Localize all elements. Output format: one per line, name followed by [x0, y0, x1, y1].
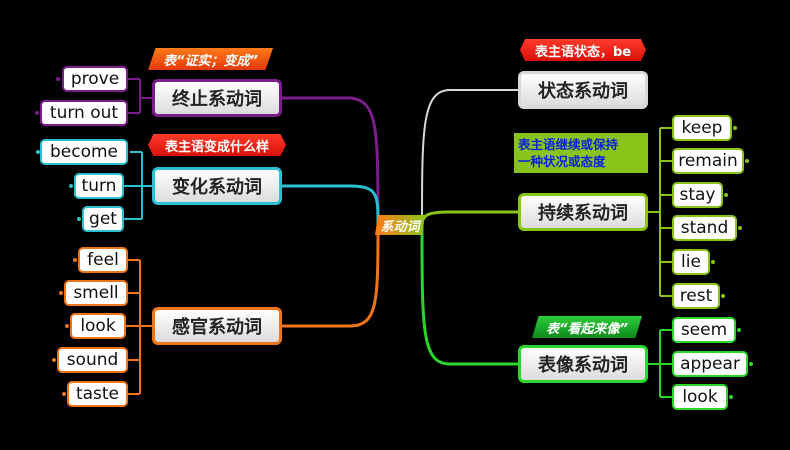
leaf-become[interactable]: become	[40, 139, 128, 165]
leaf-get[interactable]: get	[82, 206, 124, 232]
leaf-sound[interactable]: sound	[57, 347, 128, 373]
leaf-rest[interactable]: rest	[672, 283, 720, 309]
leaf-taste[interactable]: taste	[67, 381, 128, 407]
keep-branch-note: 表主语继续或保持 一种状况或态度	[514, 133, 648, 173]
branch-end-verbs[interactable]: 终止系动词	[152, 79, 282, 117]
leaf-lie[interactable]: lie	[672, 249, 710, 275]
leaf-look-sense[interactable]: look	[70, 313, 126, 339]
leaf-smell[interactable]: smell	[64, 280, 128, 306]
leaf-seem[interactable]: seem	[672, 317, 736, 343]
branch-change-verbs[interactable]: 变化系动词	[152, 167, 282, 205]
leaf-stay[interactable]: stay	[672, 182, 723, 208]
leaf-feel[interactable]: feel	[78, 247, 128, 273]
branch-keep-verbs[interactable]: 持续系动词	[518, 193, 648, 231]
leaf-keep[interactable]: keep	[672, 115, 732, 141]
center-node[interactable]: 系动词	[375, 215, 425, 235]
branch-seem-verbs[interactable]: 表像系动词	[518, 345, 648, 383]
leaf-remain[interactable]: remain	[672, 148, 744, 174]
end-branch-note: 表“证实；变成”	[148, 48, 273, 70]
keep-note-line1: 表主语继续或保持	[518, 137, 619, 152]
change-branch-note: 表主语变成什么样	[148, 134, 286, 156]
leaf-appear[interactable]: appear	[672, 351, 748, 377]
leaf-turn-out[interactable]: turn out	[40, 100, 128, 126]
leaf-turn[interactable]: turn	[74, 173, 124, 199]
leaf-stand[interactable]: stand	[672, 215, 737, 241]
branch-sense-verbs[interactable]: 感官系动词	[152, 307, 282, 345]
seem-branch-note: 表“看起来像”	[532, 316, 642, 338]
state-branch-note: 表主语状态，be	[520, 39, 646, 61]
leaf-prove[interactable]: prove	[62, 66, 128, 92]
keep-note-line2: 一种状况或态度	[518, 154, 606, 169]
branch-state-verbs[interactable]: 状态系动词	[518, 71, 648, 109]
leaf-look-seem[interactable]: look	[672, 384, 728, 410]
